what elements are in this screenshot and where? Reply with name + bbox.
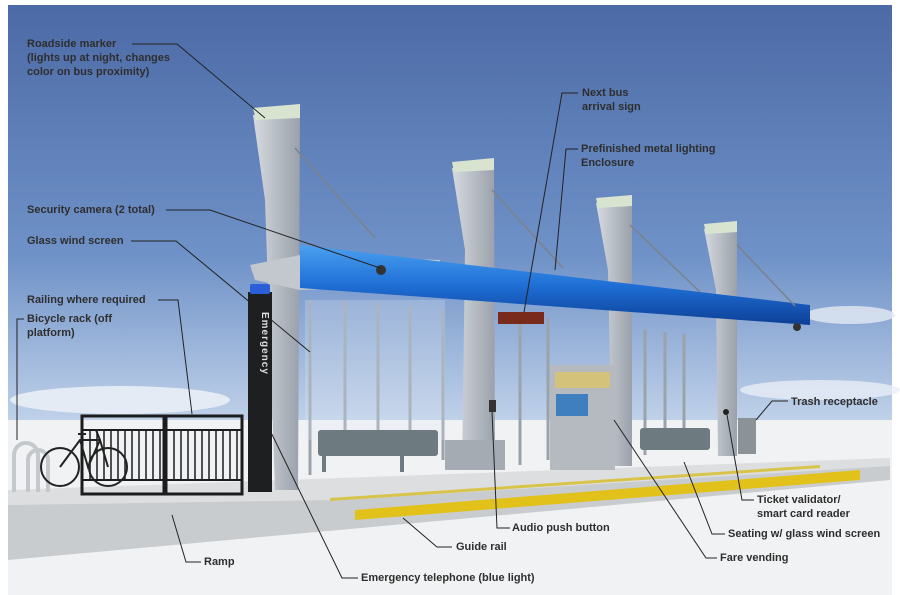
label-fare-vending: Fare vending (720, 552, 789, 564)
pillar (253, 110, 300, 490)
guide-rail (355, 470, 860, 520)
sky (8, 5, 892, 425)
leader-lines (16, 43, 788, 579)
cloud (740, 380, 900, 400)
label-line: (lights up at night, changes (27, 52, 170, 64)
label-bicycle-rack: Bicycle rack (off platform) (27, 312, 112, 340)
label-line: Ticket validator/ (757, 494, 841, 506)
blue-light (250, 284, 270, 294)
label-roadside-marker: Roadside marker (lights up at night, cha… (27, 37, 170, 79)
security-camera (793, 323, 801, 331)
label-line: arrival sign (582, 101, 641, 113)
label-line: Next bus (582, 87, 629, 99)
cloud (10, 386, 230, 414)
label-audio-button: Audio push button (512, 522, 610, 534)
bicycle-rack (12, 441, 50, 492)
label-seating: Seating w/ glass wind screen (728, 528, 881, 540)
label-line: smart card reader (757, 508, 850, 520)
lighting-enclosure (300, 245, 810, 325)
ticket-validator (723, 409, 729, 415)
label-guide-rail: Guide rail (456, 541, 507, 553)
cloud (805, 306, 895, 324)
label-emergency-telephone: Emergency telephone (blue light) (361, 572, 535, 584)
label-railing: Railing where required (27, 294, 146, 306)
emergency-text: Emergency (259, 312, 270, 375)
label-line: Enclosure (581, 157, 635, 169)
label-ticket-validator: Ticket validator/ smart card reader (757, 493, 850, 521)
label-lighting-enclosure: Prefinished metal lighting Enclosure (581, 142, 715, 170)
bench (318, 428, 710, 472)
label-line: Prefinished metal lighting (581, 143, 716, 155)
security-camera (376, 265, 386, 275)
pillar (704, 226, 737, 456)
pillar (452, 164, 495, 470)
trash-receptacle (738, 418, 756, 454)
label-ramp: Ramp (204, 556, 235, 568)
bicycle (40, 429, 128, 487)
label-security-camera: Security camera (2 total) (27, 204, 155, 216)
railing (80, 414, 244, 496)
pillars (253, 104, 737, 490)
label-next-bus-sign: Next bus arrival sign (582, 86, 641, 114)
emergency-telephone (248, 292, 272, 492)
label-line: color on bus proximity) (27, 66, 150, 78)
audio-push-button (489, 400, 496, 412)
next-bus-sign (498, 312, 544, 324)
roadside-marker (253, 104, 300, 120)
label-line: Roadside marker (27, 38, 117, 50)
pillar (596, 200, 632, 466)
label-glass-wind-screen: Glass wind screen (27, 235, 124, 247)
label-trash-receptacle: Trash receptacle (791, 396, 878, 408)
label-line: Bicycle rack (off (27, 313, 112, 325)
label-line: platform) (27, 327, 75, 339)
